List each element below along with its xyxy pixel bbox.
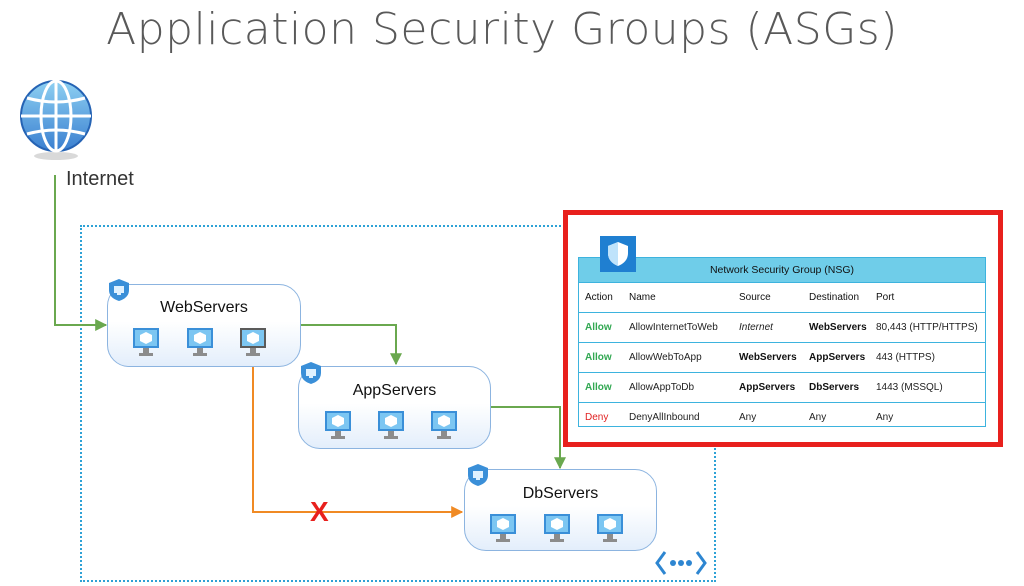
rule-source: AppServers bbox=[739, 382, 796, 393]
app-to-db-line bbox=[490, 406, 566, 470]
internet-to-web-line bbox=[54, 175, 108, 331]
rule-source: WebServers bbox=[739, 352, 797, 363]
web-to-app-line bbox=[300, 324, 402, 366]
vm-icon bbox=[544, 514, 570, 542]
shield-icon bbox=[600, 236, 636, 272]
rule-destination: WebServers bbox=[809, 322, 867, 333]
column-header: Source bbox=[739, 292, 771, 303]
virtual-network-icon bbox=[655, 551, 707, 575]
column-header: Port bbox=[876, 292, 895, 303]
rule-port: 1443 (MSSQL) bbox=[876, 382, 943, 393]
vm-icon bbox=[325, 411, 351, 439]
group-label: DbServers bbox=[522, 485, 599, 502]
rule-destination: AppServers bbox=[809, 352, 866, 363]
nsg-table-title: Network Security Group (NSG) bbox=[579, 258, 985, 283]
rule-name: AllowAppToDb bbox=[629, 382, 695, 393]
asg-badge-icon bbox=[109, 279, 129, 301]
rule-action: Deny bbox=[585, 412, 609, 423]
table-row: Allow AllowWebToApp WebServers AppServer… bbox=[579, 343, 985, 373]
vm-icon bbox=[597, 514, 623, 542]
column-header: Action bbox=[585, 292, 613, 303]
rule-action: Allow bbox=[585, 382, 612, 393]
group-label: AppServers bbox=[352, 382, 437, 399]
nsg-column-header-row: Action Name Source Destination Port bbox=[579, 283, 985, 313]
table-row: Allow AllowAppToDb AppServers DbServers … bbox=[579, 373, 985, 403]
asg-badge-icon bbox=[468, 464, 488, 486]
table-row: Deny DenyAllInbound Any Any Any bbox=[579, 403, 985, 432]
dbservers-group: DbServers bbox=[464, 469, 657, 551]
rule-name: AllowWebToApp bbox=[629, 352, 702, 363]
rule-destination: DbServers bbox=[809, 382, 860, 393]
vm-icon bbox=[187, 328, 213, 356]
rule-name: AllowInternetToWeb bbox=[629, 322, 718, 333]
blocked-marker: X bbox=[310, 496, 329, 527]
column-header: Name bbox=[629, 292, 656, 303]
page-title: Application Security Groups (ASGs) bbox=[106, 4, 898, 55]
rule-source: Internet bbox=[739, 322, 773, 333]
rule-source: Any bbox=[739, 412, 757, 423]
rule-port: 80,443 (HTTP/HTTPS) bbox=[876, 322, 978, 333]
nsg-rules-table: Network Security Group (NSG) Action Name… bbox=[578, 257, 986, 427]
rule-destination: Any bbox=[809, 412, 827, 423]
group-label: WebServers bbox=[160, 299, 248, 316]
internet-label: Internet bbox=[66, 168, 134, 190]
rule-action: Allow bbox=[585, 352, 612, 363]
vm-icon bbox=[431, 411, 457, 439]
asg-badge-icon bbox=[301, 362, 321, 384]
appservers-group: AppServers bbox=[298, 366, 491, 449]
rule-action: Allow bbox=[585, 322, 612, 333]
column-header: Destination bbox=[809, 292, 860, 303]
web-to-db-blocked-line bbox=[252, 358, 464, 518]
rule-port: Any bbox=[876, 412, 894, 423]
rule-name: DenyAllInbound bbox=[629, 412, 700, 423]
rule-port: 443 (HTTPS) bbox=[876, 352, 935, 363]
table-row: Allow AllowInternetToWeb Internet WebSer… bbox=[579, 313, 985, 343]
vm-icon bbox=[133, 328, 159, 356]
globe-icon bbox=[20, 79, 92, 160]
vm-icon bbox=[378, 411, 404, 439]
vm-icon bbox=[490, 514, 516, 542]
vm-icon-compromised bbox=[240, 328, 266, 356]
